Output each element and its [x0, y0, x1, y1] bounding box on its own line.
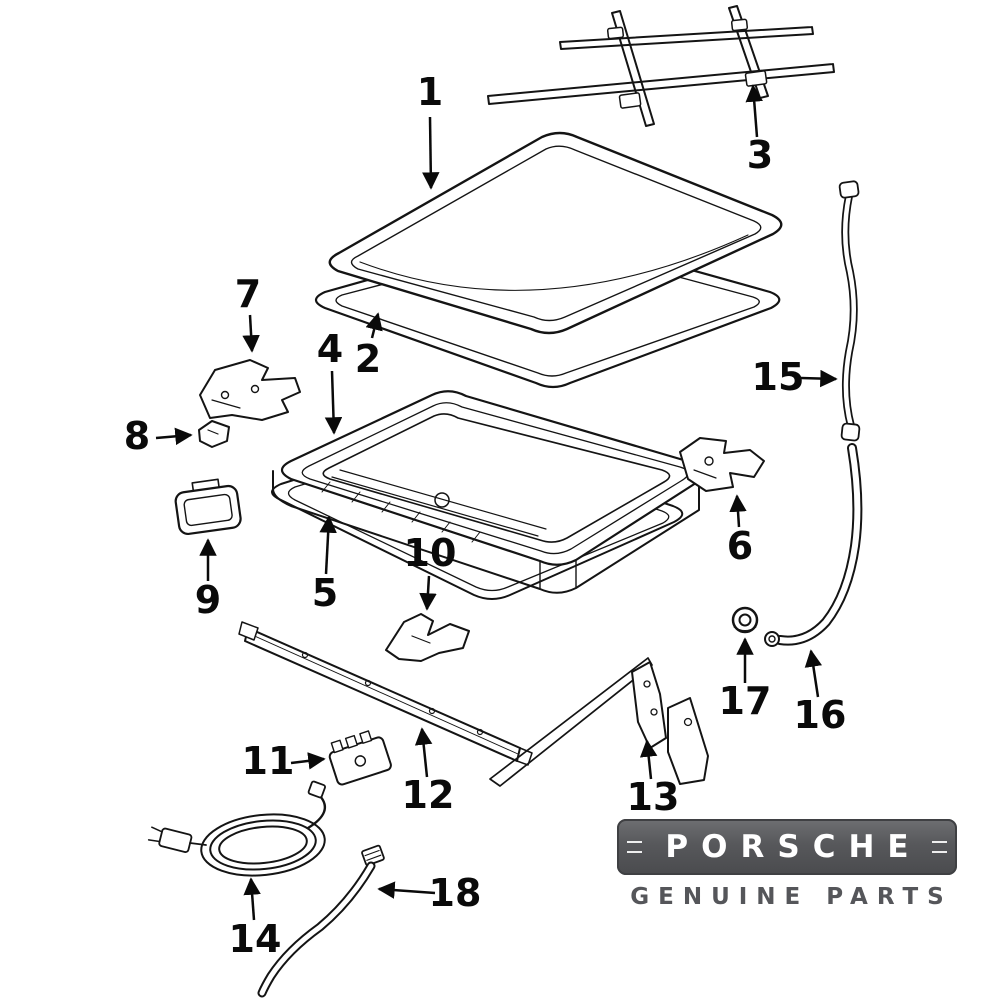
callout-2-label: 2 — [355, 337, 381, 381]
callout-13: 13 — [627, 739, 680, 819]
part-13-hinge-plates — [631, 661, 709, 785]
callout-5: 5 — [312, 515, 338, 615]
callout-3: 3 — [745, 84, 773, 177]
callout-2-arrow — [365, 312, 383, 339]
part-3-rail-frame — [487, 5, 835, 127]
callout-7-label: 7 — [235, 272, 261, 316]
callout-12: 12 — [402, 727, 455, 817]
callout-13-label: 13 — [627, 775, 680, 819]
callout-6-arrow — [729, 494, 747, 528]
callout-4-label: 4 — [317, 327, 343, 371]
callout-1: 1 — [417, 70, 443, 190]
callout-14: 14 — [229, 877, 282, 961]
callout-12-label: 12 — [402, 773, 455, 817]
callout-18: 18 — [377, 871, 482, 915]
callout-17-label: 17 — [719, 679, 772, 723]
callout-13-arrow — [639, 739, 658, 780]
callout-9: 9 — [195, 538, 221, 622]
callout-15-label: 15 — [752, 355, 805, 399]
callout-10-label: 10 — [404, 531, 457, 575]
callout-4: 4 — [317, 327, 343, 435]
porsche-logo-bar: PORSCHE — [617, 819, 957, 875]
callout-10: 10 — [404, 531, 457, 611]
brand-name: PORSCHE — [665, 829, 922, 865]
callout-11-arrow — [290, 752, 326, 770]
part-8-clip — [198, 420, 230, 448]
callout-2: 2 — [355, 312, 383, 381]
callout-6-label: 6 — [727, 524, 753, 568]
frame-hatch-lines — [321, 481, 481, 543]
trim-strip — [489, 657, 653, 787]
callout-5-arrow — [319, 515, 337, 575]
porsche-genuine-parts-badge: PORSCHE GENUINE PARTS — [617, 819, 957, 910]
brand-subtitle: GENUINE PARTS — [630, 884, 953, 910]
part-15-drain-tube — [838, 180, 861, 442]
callout-8: 8 — [124, 414, 193, 458]
rail-bracket-feet — [606, 18, 768, 109]
callout-6: 6 — [727, 494, 753, 568]
callout-16-arrow — [804, 649, 823, 698]
part-7-latch-bracket — [199, 359, 301, 421]
callout-11-label: 11 — [242, 739, 295, 783]
part-16-drain-hose — [764, 443, 863, 647]
callout-9-label: 9 — [195, 578, 221, 622]
callout-4-arrow — [324, 370, 343, 435]
frame-center-hole — [434, 492, 450, 508]
callout-15-arrow — [800, 369, 838, 388]
cable-connector — [147, 826, 193, 853]
callout-11: 11 — [242, 739, 326, 783]
callout-7: 7 — [235, 272, 261, 353]
callout-1-arrow — [422, 116, 440, 190]
callout-10-arrow — [419, 575, 437, 611]
callout-18-label: 18 — [429, 871, 482, 915]
part-12-guide-rail — [238, 621, 533, 766]
callout-8-arrow — [155, 427, 193, 446]
callout-8-label: 8 — [124, 414, 150, 458]
part-6-latch-bracket — [679, 437, 765, 492]
part-14-coiled-cable — [147, 780, 327, 877]
callout-15: 15 — [752, 355, 838, 399]
glass-sheen-line — [359, 234, 749, 291]
callout-18-arrow — [377, 881, 436, 899]
callout-1-label: 1 — [417, 70, 443, 114]
callout-14-arrow — [243, 877, 261, 921]
part-9-guide-block — [174, 478, 242, 536]
part-4-sunroof-frame — [272, 390, 709, 594]
callout-17: 17 — [719, 637, 772, 723]
callout-3-arrow — [745, 84, 763, 138]
part-17-grommet — [731, 606, 759, 634]
part-1-glass-panel — [328, 131, 783, 335]
callout-7-arrow — [242, 314, 260, 353]
callout-16-label: 16 — [794, 693, 847, 737]
frame-crossbar — [331, 469, 547, 537]
callout-5-label: 5 — [312, 571, 338, 615]
part-18-hose — [257, 844, 385, 998]
part-11-drive-bracket — [328, 730, 392, 786]
callouts: 1 2 3 4 5 6 7 — [124, 70, 847, 961]
callout-14-label: 14 — [229, 917, 282, 961]
callout-16: 16 — [794, 649, 847, 737]
part-10-guide-bracket — [385, 613, 470, 662]
callout-3-label: 3 — [747, 133, 773, 177]
callout-12-arrow — [414, 727, 433, 778]
